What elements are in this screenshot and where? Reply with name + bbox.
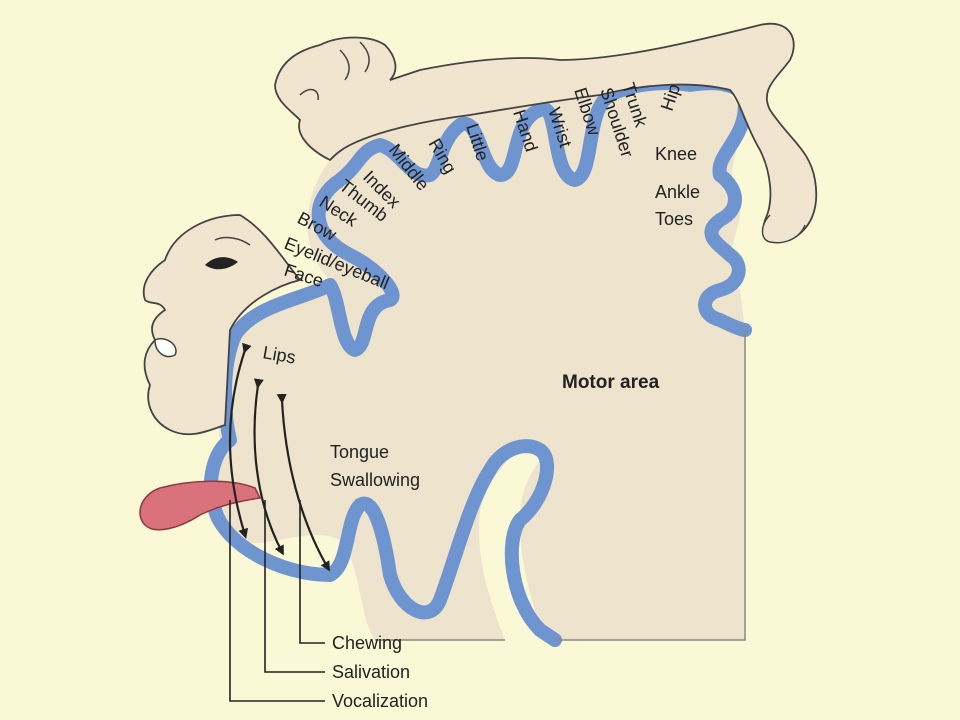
label-ankle: Ankle <box>655 182 700 202</box>
label-toes: Toes <box>655 209 693 229</box>
cortex-section <box>203 76 752 647</box>
label-swallowing: Swallowing <box>330 470 420 490</box>
homunculus-head-icon <box>142 214 302 436</box>
leg-labels: Knee Ankle Toes <box>655 144 700 229</box>
label-salivation: Salivation <box>332 662 410 682</box>
cortex-band-top <box>228 76 752 357</box>
label-tongue: Tongue <box>330 442 389 462</box>
arrow-3 <box>276 393 331 572</box>
mouth-arrows <box>228 342 331 572</box>
homunculus-foot-icon <box>761 214 806 244</box>
homunculus-hand-icon <box>274 22 818 243</box>
tongue-icon <box>139 480 262 531</box>
label-knee: Knee <box>655 144 697 164</box>
mouth-labels: Lips Tongue Swallowing <box>261 342 420 490</box>
motor-area-title: Motor area <box>562 372 660 393</box>
brain-outline-right <box>555 330 746 641</box>
arrow-1 <box>228 342 252 539</box>
label-vocalization: Vocalization <box>332 691 428 711</box>
brain-fill <box>205 78 746 641</box>
arrow-2 <box>253 378 284 556</box>
label-chewing: Chewing <box>332 633 402 653</box>
function-labels: Chewing Salivation Vocalization <box>332 633 428 711</box>
